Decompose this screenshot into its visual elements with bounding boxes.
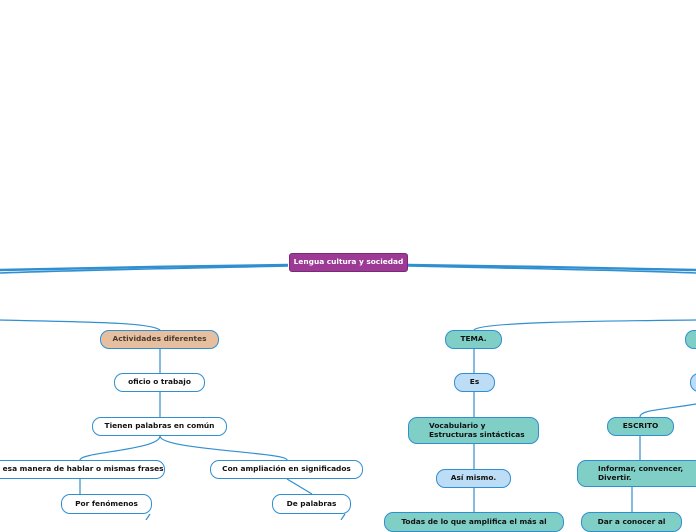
topic-actividades-diferentes[interactable]: Actividades diferentes — [100, 330, 219, 349]
connector-lines — [0, 263, 696, 520]
node-ampliacion-significados[interactable]: Con ampliación en significados — [210, 460, 363, 479]
node-vocabulario-estructuras[interactable]: Vocabulario y Estructuras sintácticas — [408, 417, 539, 444]
node-de-palabras[interactable]: De palabras — [272, 494, 351, 514]
node-escrito[interactable]: ESCRITO — [607, 417, 674, 436]
topic-far-right[interactable] — [685, 330, 696, 349]
node-bottom-right-branch[interactable]: Todas de lo que amplifica el más al — [384, 512, 564, 532]
node-es[interactable]: Es — [454, 373, 495, 392]
node-por-fenomenos[interactable]: Por fenómenos — [61, 494, 152, 514]
node-oficio-o-trabajo[interactable]: oficio o trabajo — [114, 373, 205, 392]
node-manera-de-hablar[interactable]: Usan esa manera de hablar o mismas frase… — [0, 460, 165, 479]
node-asi-mismo[interactable]: Así mismo. — [436, 469, 511, 488]
topic-tema[interactable]: TEMA. — [445, 330, 502, 349]
node-tienen-palabras-en-comun[interactable]: Tienen palabras en común — [92, 417, 227, 436]
node-informar-convencer[interactable]: Informar, convencer, Divertir. — [577, 460, 696, 487]
central-topic[interactable]: Lengua cultura y sociedad — [289, 253, 408, 272]
node-dar-a-conocer[interactable]: Dar a conocer al — [581, 512, 682, 532]
